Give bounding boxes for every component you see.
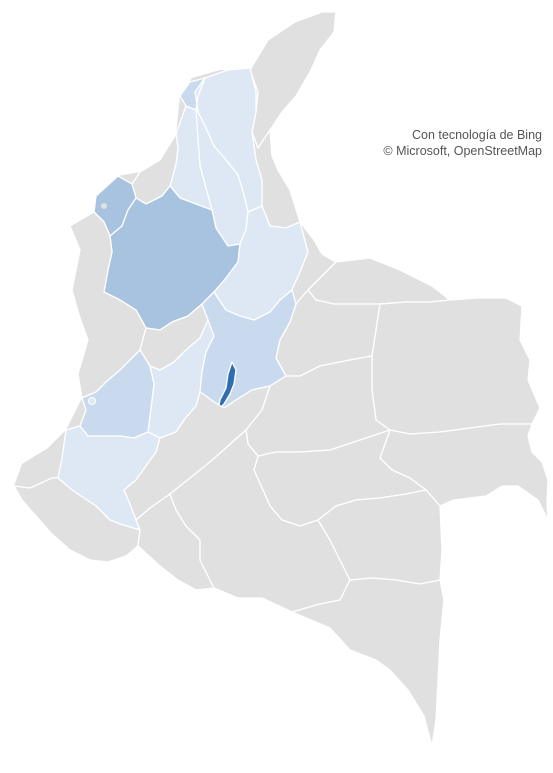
region-vaupes[interactable] [317, 489, 443, 585]
region-amazonas[interactable] [291, 577, 445, 747]
island-marker [101, 203, 107, 209]
island-marker [88, 397, 96, 405]
region-vichada[interactable] [371, 297, 541, 435]
region-la-guajira[interactable] [249, 11, 337, 149]
attribution-copyright: © Microsoft, OpenStreetMap [383, 144, 542, 158]
map-attribution: Con tecnología de Bing © Microsoft, Open… [383, 127, 542, 159]
attribution-powered-by: Con tecnología de Bing [412, 128, 542, 142]
region-valle-del-cauca[interactable] [79, 349, 155, 439]
